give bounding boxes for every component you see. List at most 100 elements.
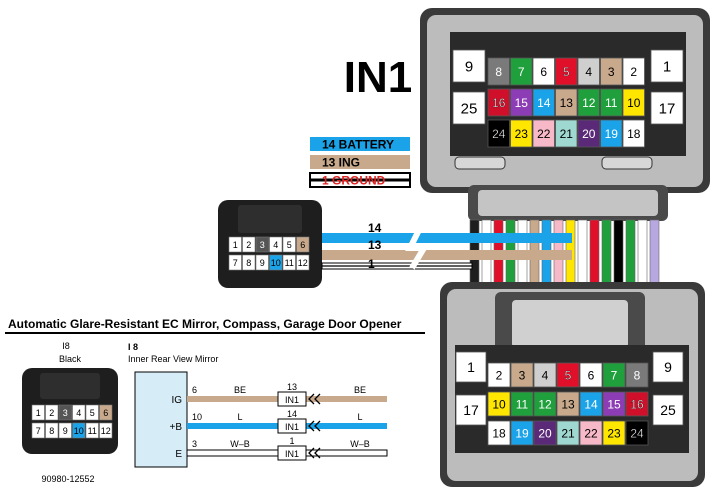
in1-bottom-pin-2-cell [487,362,511,388]
in1-top-pin-8: 8 [487,57,510,86]
harness-wire-label: 1 [368,257,375,271]
in1-top-pin-12: 12 [577,88,600,117]
harness-wire [625,219,636,289]
mirror-plug-wires [321,226,572,270]
in1-bottom-pin-7-cell [602,362,626,388]
schematic-plug-pin-8-cell [45,422,59,439]
in1-top-pin-23-cell [510,119,533,148]
in1-bottom-pin-25: 25 [652,394,684,426]
in1-bottom-pin-17-label: 17 [463,402,479,418]
in1-top-pin-8-label: 8 [495,65,502,79]
in1-bottom-pin-11-cell [510,391,534,417]
mirror-plug-pin-12-cell [296,254,310,271]
in1-bottom-pin-10-cell [487,391,511,417]
in1-top-pin-22: 22 [532,119,555,148]
schematic-plug-pin-3-label: 3 [63,408,68,418]
in1-bottom-pin-5-label: 5 [565,368,572,382]
schematic-in1-pin: 14 [287,409,297,419]
schematic-plug-pin-8: 8 [45,422,59,439]
in1-bottom-pin-4-cell [533,362,557,388]
in1-top-pin-15: 15 [510,88,533,117]
mirror-plug-pin-2-label: 2 [246,240,251,250]
in1-top-pin-14: 14 [532,88,555,117]
in1-top-pin-23-label: 23 [515,127,529,141]
in1-top-pin-21: 21 [555,119,578,148]
in1-bottom-pin-21-cell [556,420,580,446]
in1-top-pin-19-cell [600,119,623,148]
in1-bottom-pin-3: 3 [510,362,534,388]
mirror-plug-pin-10-label: 10 [271,258,281,268]
in1-top-pin-11-label: 11 [605,96,618,110]
in1-top-pin-17: 17 [650,91,684,125]
in1-bottom-pin-16: 16 [625,391,649,417]
schematic-plug-pin-10-label: 10 [74,426,84,436]
mirror-plug-pin-1-cell [228,236,242,253]
in1-top-pin-24: 24 [487,119,510,148]
schematic-plug-latch [40,373,100,399]
in1-top-pin-15-label: 15 [515,96,529,110]
schematic-plug-pin-3-cell [58,404,72,421]
in1-bottom-pin-20-label: 20 [538,426,552,440]
legend-swatch [310,137,410,151]
schematic-plug-pin-5: 5 [85,404,99,421]
schematic-plug-pin-11: 11 [85,422,99,439]
in1-bottom-pin-6-label: 6 [588,368,595,382]
mirror-plug-pin-4: 4 [269,236,283,253]
legend-item: 13 ING [310,155,410,170]
mirror-plug-pin-8-label: 8 [246,258,251,268]
mirror-plug-pin-7-label: 7 [233,258,238,268]
in1-bottom-pin-5-cell [556,362,580,388]
mirror-block-name: Inner Rear View Mirror [128,354,218,364]
in1-bottom-pin-20-cell [533,420,557,446]
schematic-plug-pin-8-label: 8 [49,426,54,436]
in1-bottom-pin-23: 23 [602,420,626,446]
schematic-in1-pin: 1 [289,436,294,446]
schematic-plug-pin-7-label: 7 [36,426,41,436]
in1-top-pin-3-cell [600,57,623,86]
mirror-plug-pin-11-label: 11 [285,258,294,268]
in1-bottom-pin-16-label: 16 [630,397,644,411]
schematic-plug-pin-9: 9 [58,422,72,439]
in1-top-pin-13-label: 13 [560,96,574,110]
in1-top-pin-22-label: 22 [537,127,551,141]
mirror-plug-pin-3-cell [255,236,269,253]
in1-top-pin-24-label: 24 [492,127,506,141]
harness-wire [649,219,660,289]
in1-bottom-pin-9-cell [652,351,684,383]
in1-bottom-pin-14: 14 [579,391,603,417]
in1-top-pin-6-cell [532,57,555,86]
in1-top-pin-5-label: 5 [563,65,570,79]
in1-bottom-pin-22: 22 [579,420,603,446]
in1-bottom-pin-7-label: 7 [611,368,618,382]
schematic-plug-pin-2-label: 2 [49,408,54,418]
schematic-plug-pin-6: 6 [99,404,113,421]
in1-top-pin-23: 23 [510,119,533,148]
mirror-plug-pin-12-label: 12 [298,258,308,268]
in1-bottom-pin-6-cell [579,362,603,388]
harness-wire [601,219,612,289]
in1-top-pin-9-cell [452,49,486,83]
in1-bottom-pin-3-cell [510,362,534,388]
in1-top-pin-16: 16 [487,88,510,117]
in1-bottom-pin-17-cell [455,394,487,426]
in1-top-pin-11: 11 [600,88,623,117]
mirror-plug-pin-9-label: 9 [260,258,265,268]
in1-top-pin-4: 4 [577,57,600,86]
mirror-plug-pin-11-cell [282,254,296,271]
schematic-plug-pin-10-cell [72,422,86,439]
in1-bottom-pin-24-label: 24 [630,426,644,440]
in1-top-pin-3: 3 [600,57,623,86]
in1-top-pin-11-cell [600,88,623,117]
in1-top-pin-25-cell [452,91,486,125]
legend-swatch [310,155,410,169]
schematic-plug-pin-6-cell [99,404,113,421]
in1-bottom-pin-7: 7 [602,362,626,388]
